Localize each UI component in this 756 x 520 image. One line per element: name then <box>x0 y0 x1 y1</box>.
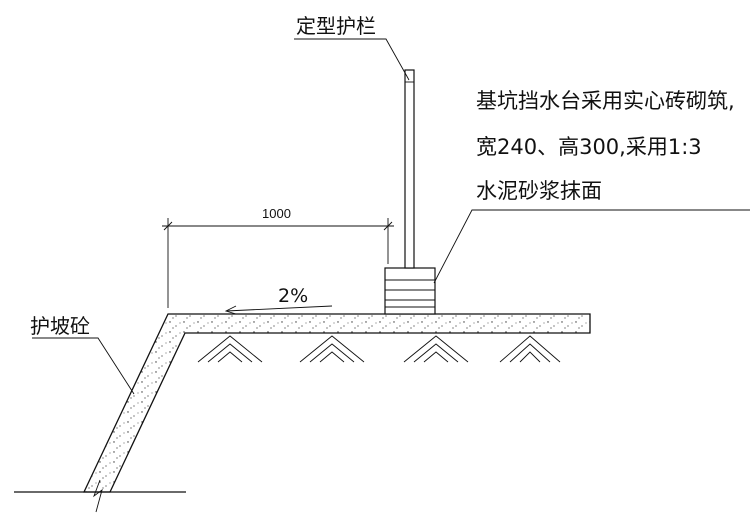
wall-note-line-2: 宽240、高300,采用1:3 <box>476 135 702 159</box>
wall-note-leader <box>433 209 750 284</box>
railing-post <box>404 69 415 269</box>
soil-hatching <box>197 335 561 363</box>
railing-label: 定型护栏 <box>296 14 376 38</box>
break-mark <box>93 479 103 513</box>
wall-note-line-1: 基坑挡水台采用实心砖砌筑, <box>476 89 735 113</box>
grade-label: 2% <box>278 285 308 307</box>
slope-label: 护坡砼 <box>30 314 90 338</box>
dimension-1000 <box>162 218 394 308</box>
railing-leader <box>294 38 410 81</box>
slope-leader <box>32 337 135 395</box>
grade-arrow <box>224 305 333 315</box>
wall-note-line-3: 水泥砂浆抹面 <box>476 179 602 203</box>
concrete-slab-and-slope <box>82 313 591 493</box>
dimension-label: 1000 <box>262 206 291 221</box>
brick-curb <box>384 267 436 315</box>
